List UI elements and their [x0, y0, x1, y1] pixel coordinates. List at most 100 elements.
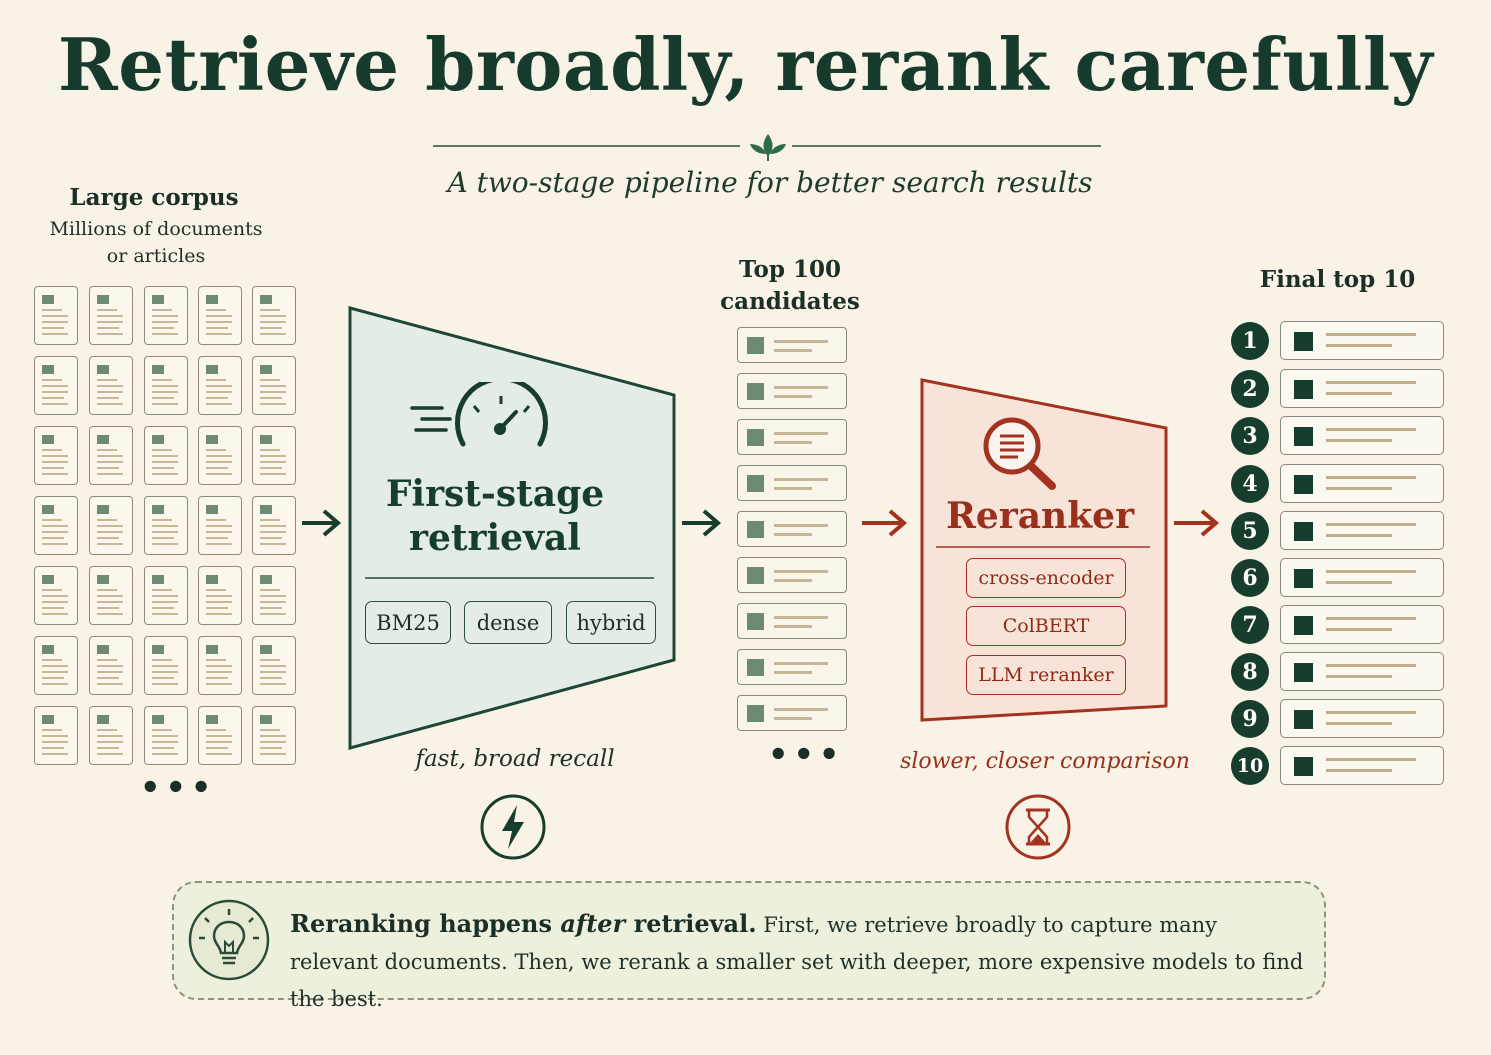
rank-badge: 3 [1231, 417, 1269, 455]
first-stage-title-line1: First-stage [385, 473, 605, 515]
first-stage-caption: fast, broad recall [415, 746, 615, 772]
note-lead: Reranking happens after retrieval. [290, 909, 757, 938]
document-thumbnail [89, 286, 133, 345]
corpus-more-ellipsis: ••• [140, 768, 217, 806]
model-pill-llm-reranker: LLM reranker [966, 655, 1126, 695]
lightning-bolt-icon [480, 794, 546, 860]
candidate-item [737, 419, 847, 455]
candidate-item [737, 557, 847, 593]
page-title: Retrieve broadly, rerank carefully [57, 22, 1434, 107]
rank-badge: 9 [1231, 700, 1269, 738]
document-thumbnail [89, 636, 133, 695]
method-pill-hybrid: hybrid [566, 601, 656, 644]
candidate-item [737, 603, 847, 639]
document-thumbnail [89, 426, 133, 485]
note-lead-after: retrieval. [625, 909, 757, 938]
candidate-item [737, 373, 847, 409]
candidates-heading: Top 100 candidates [690, 254, 890, 318]
document-thumbnail [252, 426, 296, 485]
candidates-heading-line1: Top 100 [739, 256, 841, 283]
corpus-subheading-line2: or articles [106, 245, 206, 267]
corpus-subheading: Millions of documents or articles [24, 216, 288, 270]
rank-badge: 6 [1231, 559, 1269, 597]
final-result-item [1280, 321, 1444, 360]
document-thumbnail [198, 426, 242, 485]
document-thumbnail [198, 356, 242, 415]
page-subtitle: A two-stage pipeline for better search r… [447, 166, 1093, 199]
document-thumbnail [34, 426, 78, 485]
summary-note-box [172, 881, 1326, 1000]
first-stage-title: First-stage retrieval [370, 472, 620, 560]
document-thumbnail [144, 356, 188, 415]
note-lead-emphasis: after [560, 909, 626, 938]
rank-badge: 7 [1231, 606, 1269, 644]
method-pill-bm25: BM25 [365, 601, 451, 644]
document-thumbnail [144, 286, 188, 345]
candidate-item [737, 649, 847, 685]
arrow-right-icon [862, 509, 908, 537]
model-pill-cross-encoder: cross-encoder [966, 558, 1126, 598]
candidate-item [737, 465, 847, 501]
document-thumbnail [252, 566, 296, 625]
arrow-right-icon [302, 509, 342, 537]
candidate-item [737, 695, 847, 731]
final-result-item [1280, 746, 1444, 785]
candidates-more-ellipsis: ••• [768, 735, 845, 773]
document-thumbnail [198, 636, 242, 695]
title-divider-ornament [433, 134, 1101, 161]
final-result-item [1280, 652, 1444, 691]
note-lead-before: Reranking happens [290, 909, 561, 938]
document-thumbnail [89, 566, 133, 625]
magnifier-document-icon [983, 417, 1056, 490]
document-thumbnail [198, 496, 242, 555]
final-result-item [1280, 369, 1444, 408]
document-thumbnail [198, 566, 242, 625]
lightbulb-icon [188, 899, 270, 981]
arrow-right-icon [1174, 509, 1220, 537]
document-thumbnail [34, 496, 78, 555]
document-thumbnail [252, 636, 296, 695]
document-thumbnail [252, 286, 296, 345]
final-result-item [1280, 464, 1444, 503]
candidate-item [737, 327, 847, 363]
rank-badge: 8 [1231, 653, 1269, 691]
document-thumbnail [34, 566, 78, 625]
document-thumbnail [252, 706, 296, 765]
document-thumbnail [89, 706, 133, 765]
document-thumbnail [252, 356, 296, 415]
candidates-heading-line2: candidates [720, 288, 860, 315]
final-result-item [1280, 699, 1444, 738]
speedometer-icon [410, 382, 548, 447]
document-thumbnail [144, 636, 188, 695]
method-pill-dense: dense [464, 601, 552, 644]
note-body: First, we retrieve broadly to capture ma… [290, 913, 1304, 1011]
hourglass-icon [1005, 794, 1071, 860]
document-thumbnail [89, 356, 133, 415]
reranker-title: Reranker [945, 495, 1135, 537]
arrow-right-icon [682, 509, 722, 537]
summary-note-text: Reranking happens after retrieval. First… [290, 905, 1310, 1018]
document-thumbnail [198, 706, 242, 765]
rank-badge: 1 [1231, 322, 1269, 360]
rank-badge: 10 [1231, 747, 1269, 785]
document-thumbnail [34, 636, 78, 695]
document-thumbnail [34, 286, 78, 345]
first-stage-title-line2: retrieval [409, 517, 581, 559]
model-pill-colbert: ColBERT [966, 606, 1126, 646]
rank-badge: 2 [1231, 370, 1269, 408]
final-result-item [1280, 511, 1444, 550]
document-thumbnail [144, 426, 188, 485]
document-thumbnail [89, 496, 133, 555]
final-heading: Final top 10 [1259, 266, 1416, 293]
corpus-heading: Large corpus [69, 184, 239, 211]
document-thumbnail [34, 356, 78, 415]
document-thumbnail [34, 706, 78, 765]
rank-badge: 5 [1231, 512, 1269, 550]
document-thumbnail [144, 496, 188, 555]
candidate-item [737, 511, 847, 547]
rank-badge: 4 [1231, 465, 1269, 503]
reranker-caption: slower, closer comparison [900, 749, 1190, 774]
final-result-item [1280, 416, 1444, 455]
final-result-item [1280, 605, 1444, 644]
corpus-subheading-line1: Millions of documents [49, 218, 263, 240]
